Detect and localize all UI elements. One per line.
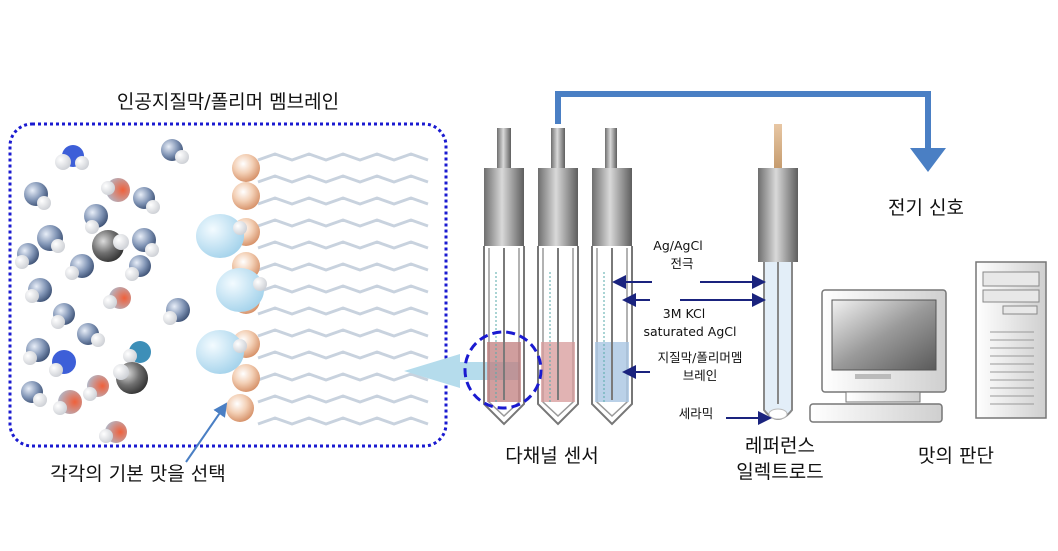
ceramic-label: 세라믹	[679, 406, 714, 421]
membrane-panel	[8, 122, 448, 463]
kcl-label-1: 3M KCl	[663, 306, 705, 321]
taste-molecules	[15, 139, 190, 443]
reference-electrode	[758, 124, 798, 420]
computer-icon	[809, 261, 1047, 423]
lipid-chains	[256, 152, 430, 426]
reference-label-1: 레퍼런스	[745, 435, 815, 457]
annotation-arrows	[612, 275, 772, 425]
sensor-1	[483, 128, 525, 426]
dotted-border	[8, 122, 448, 448]
reference-label-2: 일렉트로드	[736, 461, 823, 483]
taste-select-label: 각각의 기본 맛을 선택	[50, 463, 225, 485]
electrode-label-2: 전극	[670, 256, 693, 271]
electrode-label-1: Ag/AgCl	[653, 238, 702, 253]
taste-judgment-label: 맛의 판단	[918, 445, 994, 467]
sensor-2	[537, 128, 579, 426]
sensor-3	[591, 128, 633, 426]
membrane-title: 인공지질막/폴리머 멤브레인	[117, 91, 339, 113]
electric-signal-label: 전기 신호	[888, 197, 964, 219]
lipid-label-2: 브레인	[683, 368, 718, 383]
kcl-label-2: saturated AgCl	[644, 324, 737, 339]
membrane-heads	[196, 154, 267, 422]
highlight-circle	[463, 330, 543, 410]
multichannel-sensor-label: 다채널 센서	[505, 445, 598, 467]
lipid-label-1: 지질막/폴리머멤	[658, 350, 743, 365]
signal-path	[555, 91, 946, 172]
taste-select-arrow	[185, 402, 228, 463]
